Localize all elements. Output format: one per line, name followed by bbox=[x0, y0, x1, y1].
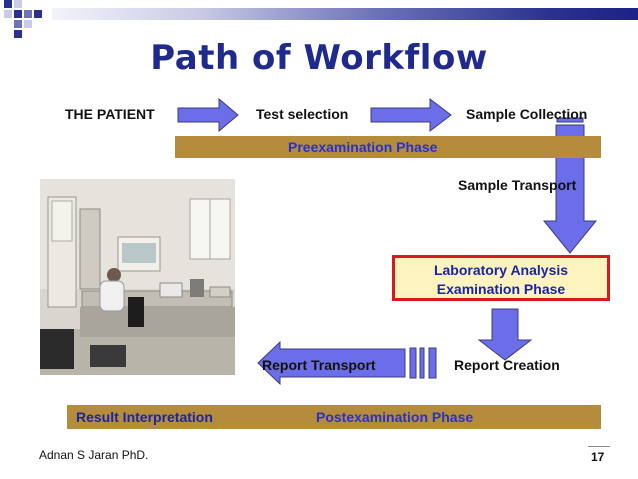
label-test-selection: Test selection bbox=[256, 106, 349, 122]
page-number-rule bbox=[588, 446, 610, 447]
corner-square bbox=[4, 0, 12, 8]
down-arrow bbox=[477, 308, 533, 361]
label-sample-transport: Sample Transport bbox=[458, 177, 577, 193]
author-credit: Adnan S Jaran PhD. bbox=[39, 448, 149, 462]
stripe bbox=[419, 347, 425, 379]
preexamination-phase-bar: Preexamination Phase bbox=[175, 136, 601, 158]
laboratory-photo bbox=[40, 179, 235, 375]
page-number: 17 bbox=[591, 450, 605, 464]
corner-square bbox=[34, 10, 42, 18]
corner-square bbox=[14, 20, 22, 28]
examination-phase-label: Examination Phase bbox=[436, 281, 566, 297]
stripe bbox=[428, 347, 437, 379]
stripe bbox=[556, 117, 584, 123]
left-arrow bbox=[257, 340, 406, 386]
right-arrow bbox=[370, 97, 452, 133]
laboratory-analysis-box: Laboratory Analysis Examination Phase bbox=[392, 255, 610, 301]
right-arrow bbox=[177, 97, 239, 133]
label-the-patient: THE PATIENT bbox=[65, 106, 155, 122]
corner-square bbox=[4, 10, 12, 18]
slide-title: Path of Workflow bbox=[150, 38, 488, 78]
postexamination-phase-bar: Result Interpretation Postexamination Ph… bbox=[67, 405, 601, 429]
lab-analysis-label: Laboratory Analysis bbox=[433, 262, 569, 278]
result-interpretation-label: Result Interpretation bbox=[76, 409, 213, 425]
corner-square bbox=[24, 20, 32, 28]
label-report-transport: Report Transport bbox=[262, 357, 376, 373]
corner-square bbox=[24, 10, 32, 18]
preexamination-phase-label: Preexamination Phase bbox=[288, 139, 438, 155]
label-report-creation: Report Creation bbox=[454, 357, 560, 373]
corner-square bbox=[14, 0, 22, 8]
stripe bbox=[409, 347, 417, 379]
lab-scene-image bbox=[40, 179, 235, 375]
corner-square bbox=[14, 30, 22, 38]
postexamination-phase-label: Postexamination Phase bbox=[316, 409, 474, 425]
corner-square bbox=[14, 10, 22, 18]
header-gradient-bar bbox=[52, 8, 638, 20]
label-sample-collection: Sample Collection bbox=[466, 106, 588, 122]
